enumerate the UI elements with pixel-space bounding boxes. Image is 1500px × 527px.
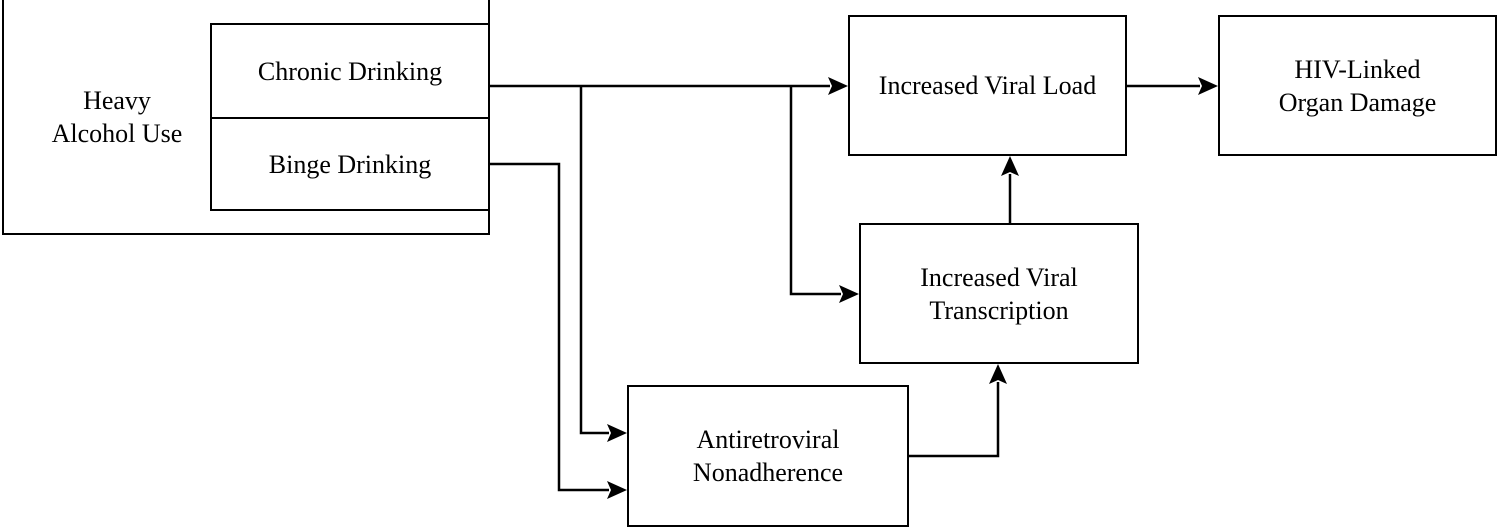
edge-chronic-to-nonadherence bbox=[579, 86, 609, 435]
node-increased-viral-transcription: Increased Viral Transcription bbox=[859, 223, 1139, 364]
arrowhead bbox=[1001, 156, 1019, 176]
node-label: Binge Drinking bbox=[268, 149, 432, 179]
node-antiretroviral-nonadherence: Antiretroviral Nonadherence bbox=[627, 385, 909, 527]
node-chronic-drinking: Chronic Drinking bbox=[210, 23, 490, 119]
arrowhead bbox=[1198, 77, 1218, 95]
arrowhead bbox=[828, 77, 848, 95]
node-label: Chronic Drinking bbox=[257, 56, 443, 86]
edge-chronic-to-viral-transcription bbox=[789, 86, 841, 296]
node-label: Increased Viral Transcription bbox=[920, 262, 1078, 325]
arrowhead bbox=[989, 364, 1007, 384]
node-label: Heavy Alcohol Use bbox=[51, 85, 183, 148]
edge-nonadherence-to-viral-transcription bbox=[909, 382, 1000, 458]
node-binge-drinking: Binge Drinking bbox=[210, 117, 490, 211]
node-label: Increased Viral Load bbox=[878, 71, 1097, 100]
node-hiv-linked-organ-damage: HIV-Linked Organ Damage bbox=[1218, 15, 1497, 156]
node-label: Antiretroviral Nonadherence bbox=[692, 425, 844, 487]
node-increased-viral-load: Increased Viral Load bbox=[848, 15, 1127, 156]
arrowhead bbox=[607, 481, 627, 499]
edge-binge-to-nonadherence bbox=[490, 162, 609, 492]
node-label: HIV-Linked Organ Damage bbox=[1278, 54, 1437, 117]
arrowhead bbox=[607, 424, 627, 442]
arrowhead bbox=[839, 285, 859, 303]
